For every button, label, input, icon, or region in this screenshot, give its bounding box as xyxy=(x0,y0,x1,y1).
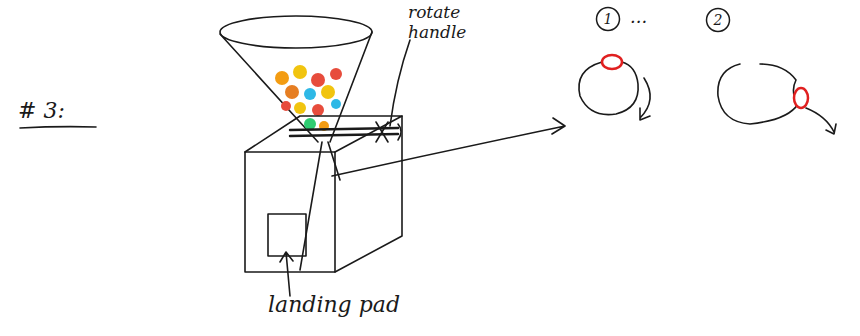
handle-cross xyxy=(376,122,388,142)
landing-pad xyxy=(268,214,306,256)
part-label: rotate handle xyxy=(408,2,488,42)
callout-number: 2 xyxy=(705,7,731,33)
funnel-rim xyxy=(220,16,372,48)
callout-circle: 1 xyxy=(595,6,621,32)
detail-arrow xyxy=(332,118,565,176)
candy-pile xyxy=(275,65,342,131)
box-side xyxy=(335,116,402,272)
ellipsis-label: ... xyxy=(630,6,700,27)
callout-circle: 2 xyxy=(705,7,731,33)
box-top xyxy=(245,116,402,152)
box-front xyxy=(245,152,335,272)
heading-underline xyxy=(20,127,96,128)
handle-leader xyxy=(390,40,410,126)
rotor-outline xyxy=(579,62,638,115)
red-marker xyxy=(794,88,808,108)
pad-leader xyxy=(280,252,293,296)
callout-number: 1 xyxy=(595,6,621,32)
drop-arrow xyxy=(806,108,836,134)
sketch-number: # 3: xyxy=(18,98,108,123)
funnel-cone xyxy=(220,32,372,142)
part-label: landing pad xyxy=(268,292,428,317)
rotor-outline xyxy=(718,64,798,124)
red-marker xyxy=(602,55,622,69)
handle-knob xyxy=(398,124,401,140)
rotation-arrow xyxy=(640,78,650,120)
